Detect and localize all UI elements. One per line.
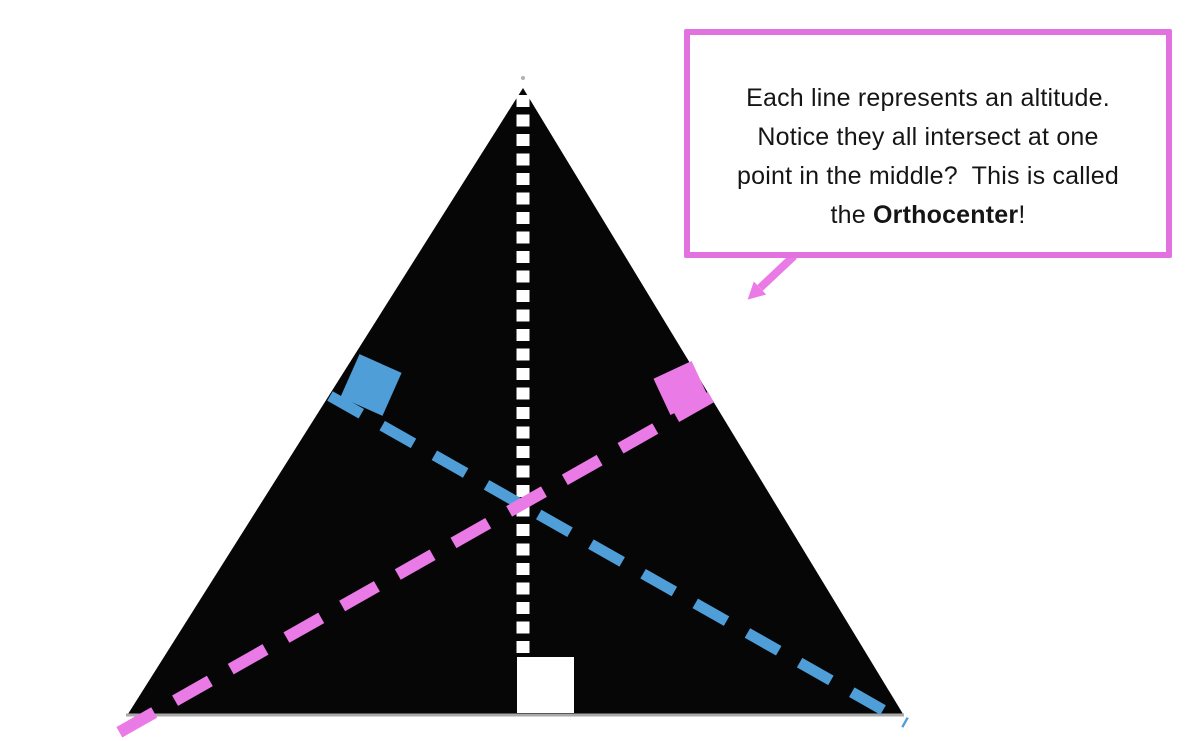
callout-arrow-shaft	[757, 253, 797, 291]
orthocenter-sentence-pre: the	[830, 201, 874, 229]
callout-text-line-4: the Orthocenter!	[690, 196, 1166, 235]
callout-box: Each line represents an altitude. Notice…	[684, 29, 1172, 258]
blue-altitude-line	[327, 391, 909, 728]
triangle	[128, 88, 903, 714]
callout-arrow-head	[747, 281, 767, 300]
callout-text-line-2: Notice they all intersect at one	[757, 123, 1099, 151]
white-right-angle-square	[517, 657, 574, 713]
orthocenter-term: Orthocenter	[873, 201, 1019, 229]
callout-text-line-1: Each line represents an altitude.	[746, 84, 1110, 112]
pink-right-angle-square	[653, 360, 709, 416]
apex-dot	[521, 76, 525, 80]
blue-right-angle-square	[340, 354, 402, 416]
pink-altitude-line	[115, 391, 714, 739]
callout-text-line-3: point in the middle? This is called	[737, 162, 1119, 190]
orthocenter-sentence-post: !	[1018, 201, 1026, 229]
